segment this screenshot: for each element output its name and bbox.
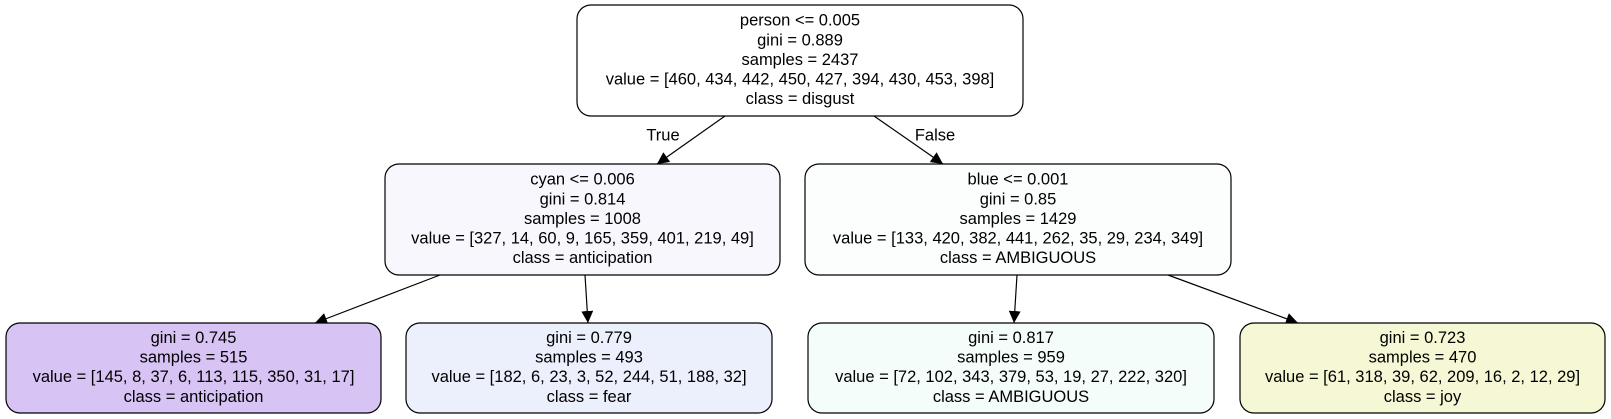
node-line: gini = 0.814: [540, 190, 626, 208]
edge-arrow: [1008, 274, 1021, 324]
node-box: [807, 322, 1215, 414]
node-line: value = [145, 8, 37, 6, 113, 115, 350, 3…: [33, 368, 355, 386]
node-box: [5, 322, 382, 414]
node-line: class = anticipation: [513, 249, 653, 267]
edge-label: False: [915, 126, 955, 144]
tree-edge-left-ll: [314, 274, 441, 325]
node-box: [576, 4, 1024, 117]
node-line: samples = 2437: [742, 51, 859, 69]
node-line: class = joy: [1384, 388, 1462, 406]
tree-edge-left-lr: [581, 274, 594, 324]
node-line: samples = 959: [957, 349, 1065, 367]
node-line: samples = 515: [140, 349, 248, 367]
node-box: [384, 163, 781, 276]
node-line: value = [182, 6, 23, 3, 52, 244, 51, 188…: [431, 368, 746, 386]
node-line: value = [61, 318, 39, 62, 209, 16, 2, 12…: [1265, 368, 1580, 386]
node-line: value = [460, 434, 442, 450, 427, 394, 4…: [606, 70, 995, 88]
edge-arrow: [656, 115, 726, 165]
node-line: class = disgust: [746, 90, 855, 108]
node-line: gini = 0.85: [980, 190, 1057, 208]
node-line: value = [72, 102, 343, 379, 53, 19, 27, …: [835, 368, 1187, 386]
edge-arrow: [581, 274, 594, 324]
node-line: gini = 0.745: [151, 329, 237, 347]
node-line: gini = 0.889: [757, 31, 843, 49]
tree-edge-root-left: True: [646, 115, 726, 165]
node-line: samples = 470: [1369, 349, 1477, 367]
node-line: gini = 0.723: [1380, 329, 1466, 347]
node-line: class = AMBIGUOUS: [940, 249, 1096, 267]
edges-layer: True False: [314, 115, 1299, 325]
node-box: [804, 163, 1232, 276]
node-line: samples = 1429: [960, 210, 1077, 228]
node-line: person <= 0.005: [740, 12, 860, 30]
tree-edge-root-right: False: [873, 115, 955, 165]
edge-arrow: [314, 274, 441, 325]
node-line: class = anticipation: [124, 388, 264, 406]
node-line: samples = 493: [535, 349, 643, 367]
node-box: [405, 322, 773, 414]
node-line: value = [133, 420, 382, 441, 262, 35, 29…: [833, 229, 1203, 247]
node-box: [1239, 322, 1606, 414]
node-line: blue <= 0.001: [968, 171, 1069, 189]
node-line: value = [327, 14, 60, 9, 165, 359, 401, …: [411, 229, 754, 247]
node-line: cyan <= 0.006: [530, 171, 635, 189]
tree-edge-right-rr: [1167, 274, 1299, 325]
node-line: class = AMBIGUOUS: [933, 388, 1089, 406]
edge-arrow: [873, 115, 944, 165]
node-line: gini = 0.779: [546, 329, 632, 347]
edge-arrow: [1167, 274, 1299, 325]
node-line: samples = 1008: [524, 210, 641, 228]
tree-edge-right-rl: [1008, 274, 1021, 324]
node-line: gini = 0.817: [968, 329, 1054, 347]
edge-label: True: [646, 126, 679, 144]
node-line: class = fear: [547, 388, 632, 406]
